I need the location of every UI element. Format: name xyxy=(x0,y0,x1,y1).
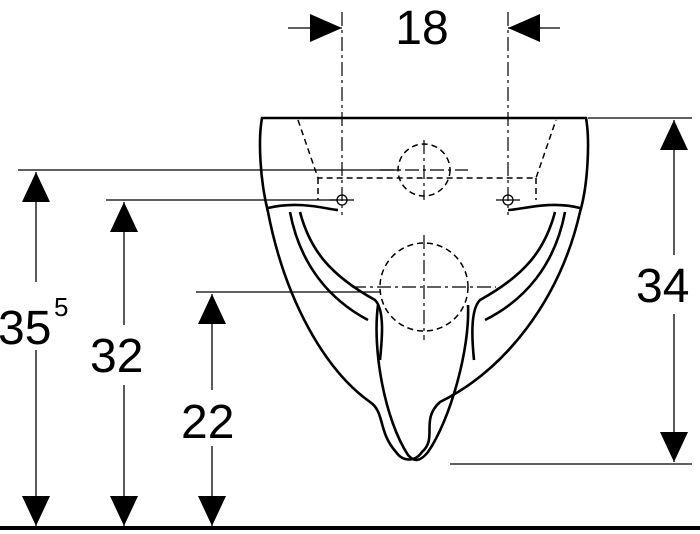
dim-label-bowl-height: 34 xyxy=(636,260,689,313)
extension-lines xyxy=(18,117,692,465)
dim-outlet-height: 22 xyxy=(181,294,234,526)
fixing-bolts xyxy=(330,194,520,206)
dim-label-total-height: 35 xyxy=(0,302,51,355)
dim-top-width: 18 xyxy=(288,2,560,55)
dim-bowl-height: 34 xyxy=(636,120,689,462)
toilet-outline xyxy=(258,116,590,462)
outlet-circle xyxy=(379,242,469,332)
center-lines xyxy=(341,12,509,340)
dim-label-total-height-sup: 5 xyxy=(54,292,68,322)
dim-total-height: 35 5 xyxy=(0,172,68,526)
dim-label-outlet-height: 22 xyxy=(181,396,234,449)
dim-inlet-height: 32 xyxy=(90,202,143,526)
dim-label-top-width: 18 xyxy=(395,2,448,55)
dim-label-inlet-height: 32 xyxy=(90,330,143,383)
